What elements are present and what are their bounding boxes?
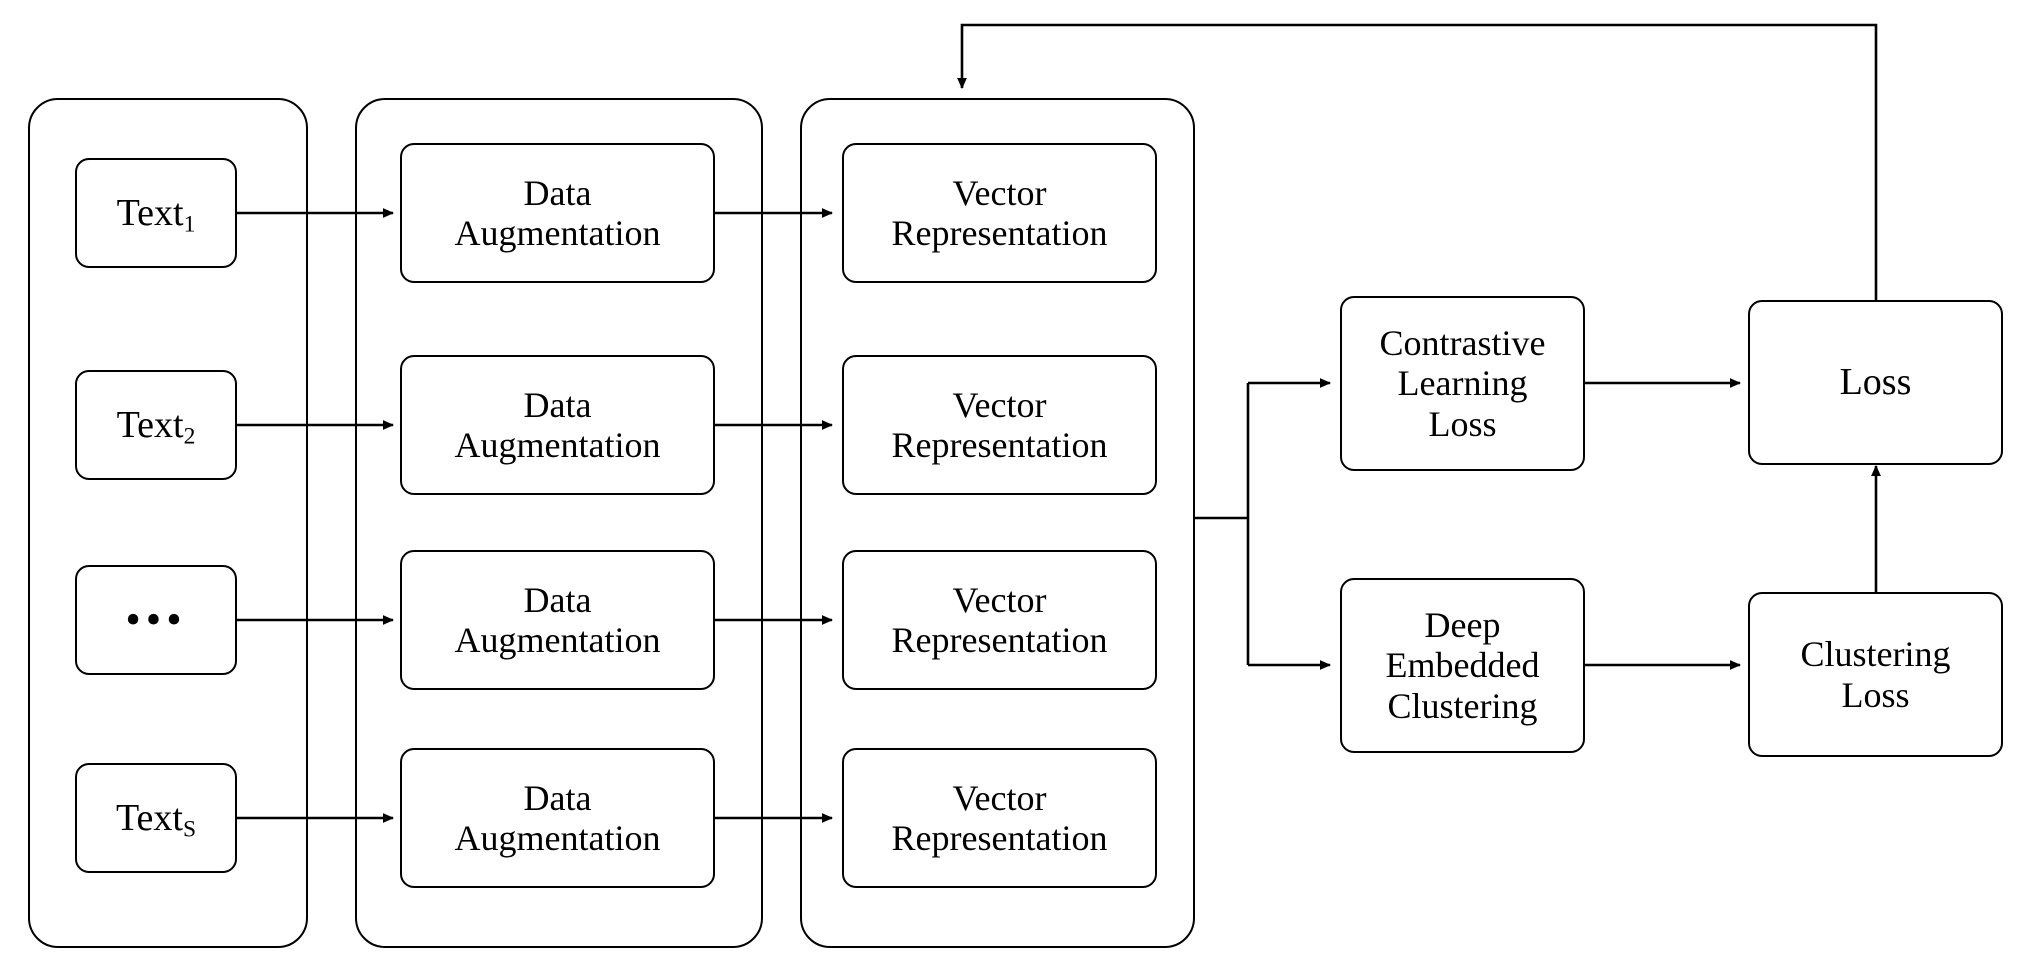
- contrastive-line3: Loss: [1428, 403, 1497, 444]
- node-text-1[interactable]: Text1: [75, 158, 237, 268]
- vec-4-line1: Vector: [952, 777, 1047, 818]
- text-2-sub: 2: [183, 423, 196, 450]
- node-total-loss[interactable]: Loss: [1748, 300, 2003, 465]
- text-s-base: Text: [115, 796, 183, 839]
- aug-4-line1: Data: [523, 777, 592, 818]
- text-1-sub: 1: [183, 211, 196, 238]
- aug-3-line2: Augmentation: [454, 620, 661, 660]
- total-loss-label: Loss: [1839, 361, 1912, 404]
- dec-line3: Clustering: [1387, 685, 1538, 726]
- aug-4-line2: Augmentation: [454, 818, 661, 858]
- edge-feedback-loop: [957, 23, 1878, 300]
- clustering-loss-line1: Clustering: [1800, 634, 1951, 675]
- aug-1-line2: Augmentation: [454, 213, 661, 253]
- vec-2-line2: Representation: [891, 425, 1108, 465]
- contrastive-line2: Learning: [1397, 363, 1528, 404]
- ellipsis-icon: •••: [125, 595, 187, 645]
- aug-2-line2: Augmentation: [454, 425, 661, 465]
- aug-3-line1: Data: [523, 579, 592, 620]
- contrastive-line1: Contrastive: [1379, 323, 1546, 364]
- vec-1-line2: Representation: [891, 213, 1108, 253]
- text-1-base: Text: [116, 191, 184, 234]
- node-text-2[interactable]: Text2: [75, 370, 237, 480]
- dec-line1: Deep: [1424, 605, 1501, 646]
- vec-1-line1: Vector: [952, 172, 1047, 213]
- group-data-augmentation: [355, 98, 763, 948]
- vec-4-line2: Representation: [891, 818, 1108, 858]
- node-text-ellipsis[interactable]: •••: [75, 565, 237, 675]
- vec-3-line1: Vector: [952, 579, 1047, 620]
- text-s-sub: S: [182, 816, 197, 843]
- text-2-base: Text: [116, 403, 184, 446]
- clustering-loss-line2: Loss: [1841, 674, 1910, 715]
- vec-2-line1: Vector: [952, 384, 1047, 425]
- node-text-s[interactable]: TextS: [75, 763, 237, 873]
- group-vector-representation: [800, 98, 1195, 948]
- aug-2-line1: Data: [523, 384, 592, 425]
- vec-3-line2: Representation: [891, 620, 1108, 660]
- aug-1-line1: Data: [523, 172, 592, 213]
- dec-line2: Embedded: [1385, 645, 1540, 686]
- group-input-texts: [28, 98, 308, 948]
